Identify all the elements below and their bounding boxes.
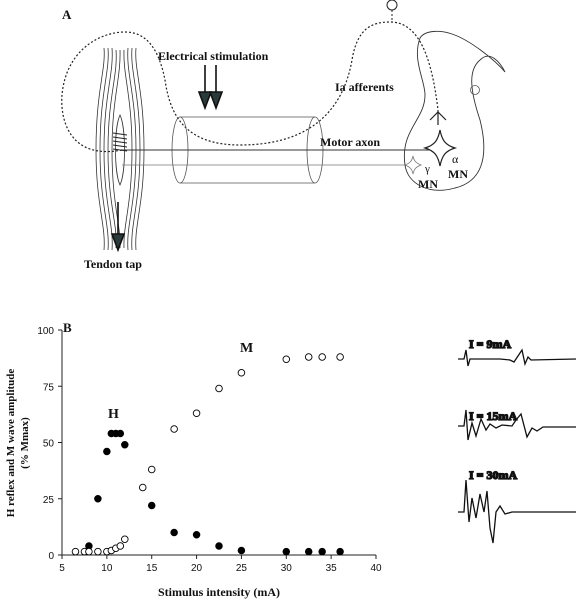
x-tick-label: 40 — [370, 563, 382, 574]
data-point-m — [121, 535, 129, 544]
data-point-h — [103, 447, 111, 456]
data-point-h — [318, 547, 326, 556]
data-point-m — [170, 425, 178, 433]
data-point-m — [192, 409, 201, 418]
data-point-m — [237, 369, 246, 377]
gamma-symbol: γ — [424, 163, 430, 175]
y-tick-label: 100 — [37, 326, 54, 337]
motor-axon-label: Motor axon — [320, 135, 380, 149]
panel-b-label: B — [63, 320, 72, 335]
y-axis-title-group: H reflex and M wave amplitude (% Mmax) — [5, 369, 31, 518]
data-point-m — [71, 547, 80, 556]
data-point-m — [147, 465, 156, 474]
x-axis-title: Stimulus intensity (mA) — [158, 585, 280, 599]
spinal-cord-outline — [403, 30, 506, 191]
data-point-h — [147, 501, 156, 510]
data-point-h — [192, 531, 201, 539]
data-point-h — [304, 547, 313, 556]
y-tick-label: 50 — [43, 439, 55, 450]
series-h-label: H — [108, 407, 119, 422]
electrical-stimulation-label: Electrical stimulation — [158, 49, 269, 63]
trace-label-30ma: I = 30mA — [469, 468, 518, 482]
data-point-m — [215, 384, 223, 393]
panel-b-chart: B 5 10 15 20 25 30 35 40 0 25 50 75 100 M H Stimulus… — [5, 320, 382, 599]
trace-30ma — [458, 479, 576, 544]
data-point-h — [336, 547, 344, 556]
x-tick-label: 20 — [191, 563, 203, 574]
y-tick-label: 75 — [43, 382, 55, 393]
x-tick-label: 5 — [59, 563, 65, 574]
data-point-h — [116, 429, 125, 438]
y-axis-title-line1: H reflex and M wave amplitude — [5, 369, 17, 518]
alpha-symbol: α — [452, 152, 459, 166]
stimulation-arrows — [197, 65, 224, 111]
data-point-h — [170, 528, 178, 537]
panel-a-label: A — [62, 7, 72, 22]
y-axis-title-line2: (% Mmax) — [19, 417, 31, 469]
data-point-h — [215, 542, 223, 550]
data-point-m — [138, 483, 147, 492]
central-canal — [470, 85, 480, 95]
chart-axes — [61, 330, 376, 556]
gamma-motoneuron-icon — [403, 155, 423, 175]
x-tick-label: 30 — [281, 563, 293, 574]
alpha-mn-label: MN — [448, 167, 468, 181]
y-tick-label: 25 — [43, 495, 55, 506]
data-point-m — [336, 353, 344, 361]
chart-points — [71, 353, 344, 556]
data-point-h — [94, 495, 102, 503]
chart-ticks: 5 10 15 20 25 30 35 40 0 25 50 75 100 — [37, 326, 382, 574]
trace-label-15ma: I = 15mA — [469, 409, 518, 423]
y-tick-label: 0 — [48, 551, 54, 562]
muscle-illustration — [95, 47, 145, 251]
series-m-label: M — [240, 341, 253, 356]
data-point-m — [85, 547, 93, 556]
dorsal-root-ganglion — [386, 0, 398, 11]
data-point-h — [237, 546, 246, 555]
data-point-h — [121, 441, 129, 449]
data-point-h — [282, 547, 291, 556]
x-tick-label: 15 — [146, 563, 158, 574]
panel-a-diagram: A — [61, 0, 506, 271]
alpha-motoneuron-icon — [422, 129, 458, 167]
trace-label-9ma: I = 9mA — [469, 337, 512, 351]
tendon-tap-arrow — [110, 202, 126, 253]
data-point-m — [94, 547, 102, 556]
x-tick-label: 35 — [326, 563, 338, 574]
trace-15ma — [458, 409, 576, 441]
trace-9ma — [458, 348, 577, 367]
x-tick-label: 10 — [101, 563, 113, 574]
gamma-mn-label: MN — [418, 177, 438, 191]
ia-afferents-label: Ia afferents — [335, 80, 394, 94]
data-point-m — [282, 355, 291, 364]
data-point-m — [116, 542, 125, 550]
x-tick-label: 25 — [236, 563, 248, 574]
data-point-m — [318, 353, 326, 361]
tendon-tap-label: Tendon tap — [84, 257, 142, 271]
emg-traces: I = 9mA I = 15mA I = 30mA — [458, 336, 577, 544]
data-point-m — [304, 353, 313, 361]
